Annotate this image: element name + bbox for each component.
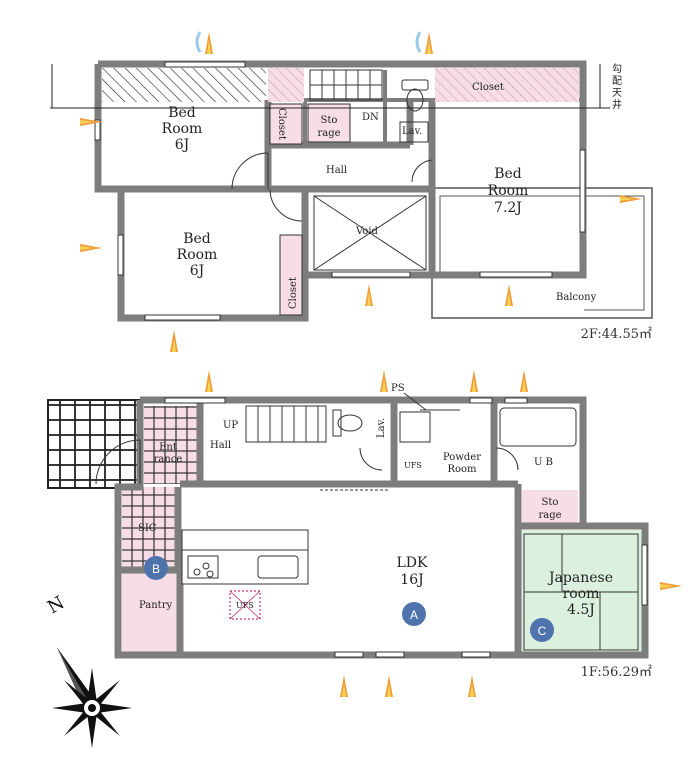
- pantry-label: Pantry: [139, 600, 172, 611]
- svg-text:Room: Room: [447, 464, 477, 475]
- area-2f-label: 2F:44.55㎡: [581, 327, 652, 342]
- bathtub: [499, 407, 577, 447]
- void-label: Void: [355, 226, 379, 237]
- svg-text:Room: Room: [162, 121, 203, 137]
- sic-area: [122, 487, 178, 570]
- svg-text:配: 配: [612, 75, 622, 87]
- svg-text:A: A: [410, 608, 418, 622]
- svg-text:4.5J: 4.5J: [567, 602, 595, 618]
- svg-text:rance: rance: [154, 454, 183, 465]
- svg-text:rage: rage: [317, 128, 340, 139]
- toilet-2f: [406, 88, 424, 112]
- powder-line1: Powder: [443, 452, 481, 463]
- closet-c-label: Closet: [472, 82, 504, 93]
- ceiling-note-1: 勾: [612, 62, 622, 75]
- lav-1f-label: Lav.: [376, 418, 387, 438]
- closet-b: [279, 234, 303, 316]
- svg-text:井: 井: [612, 98, 622, 111]
- storage-2f: [307, 103, 351, 143]
- tatami-mats: [523, 533, 639, 651]
- svg-text:rage: rage: [538, 510, 561, 521]
- ldk-line1: LDK: [397, 555, 429, 571]
- stairs-2f: [309, 69, 383, 101]
- hall-1f-label: Hall: [210, 440, 231, 451]
- stairs-1f: [245, 405, 327, 443]
- sloped-ceiling-area: [102, 68, 266, 102]
- ufs-a-label: UFS: [404, 461, 422, 470]
- walls-1f: [114, 396, 649, 659]
- void-area: [313, 195, 427, 271]
- svg-text:6J: 6J: [175, 137, 190, 153]
- compass-rose-icon: N: [44, 592, 132, 748]
- washbasin: [399, 411, 431, 443]
- sic-label: SIC: [138, 523, 157, 534]
- marker-a[interactable]: A: [402, 602, 426, 626]
- ufs-b-label: UFS: [236, 601, 254, 610]
- first-floor: Ent rance UP Hall PS Lav. Powder Room UF…: [47, 370, 682, 697]
- ub-label: U B: [534, 457, 553, 468]
- storage-2f-line1: Sto: [321, 115, 338, 126]
- up-label: UP: [223, 420, 238, 431]
- hall-2f-label: Hall: [326, 165, 347, 176]
- svg-text:C: C: [538, 624, 547, 638]
- svg-text:6J: 6J: [190, 263, 205, 279]
- japanese-line1: Japanese: [547, 570, 613, 586]
- dn-label: DN: [362, 112, 379, 123]
- marker-c[interactable]: C: [530, 618, 554, 642]
- entrance-line1: Ent: [159, 442, 177, 453]
- bed-a-line1: Bed: [168, 105, 196, 121]
- north-label: N: [44, 592, 68, 618]
- porch-tiles: [47, 399, 143, 489]
- svg-text:天: 天: [612, 88, 622, 99]
- ufs-hatch-kitchen: [229, 590, 261, 620]
- svg-text:7.2J: 7.2J: [494, 200, 522, 216]
- svg-text:room: room: [563, 586, 600, 602]
- entrance-area: [144, 406, 200, 484]
- kitchen-counter: [181, 529, 309, 585]
- storage-1f: [522, 490, 578, 528]
- closet-a-label: Closet: [276, 108, 287, 140]
- svg-text:Room: Room: [488, 183, 529, 199]
- bed-c-line1: Bed: [494, 166, 522, 182]
- svg-text:B: B: [152, 562, 160, 576]
- lav-2f-label: Lav.: [402, 126, 422, 137]
- marker-b[interactable]: B: [144, 556, 168, 580]
- closet-a: [269, 103, 303, 145]
- ps-label: PS: [391, 383, 405, 394]
- second-floor: Bed Room 6J Bed Room 6J Bed Room 7.2J Cl…: [50, 30, 653, 352]
- bed-b-line1: Bed: [183, 231, 211, 247]
- closet-b-label: Closet: [288, 277, 299, 309]
- balcony-label: Balcony: [556, 292, 597, 303]
- svg-text:Room: Room: [177, 247, 218, 263]
- svg-text:16J: 16J: [400, 572, 423, 588]
- area-1f-label: 1F:56.29㎡: [581, 665, 652, 680]
- pantry-area: [122, 572, 180, 654]
- toilet-1f: [337, 414, 363, 432]
- storage-1f-line1: Sto: [542, 497, 559, 508]
